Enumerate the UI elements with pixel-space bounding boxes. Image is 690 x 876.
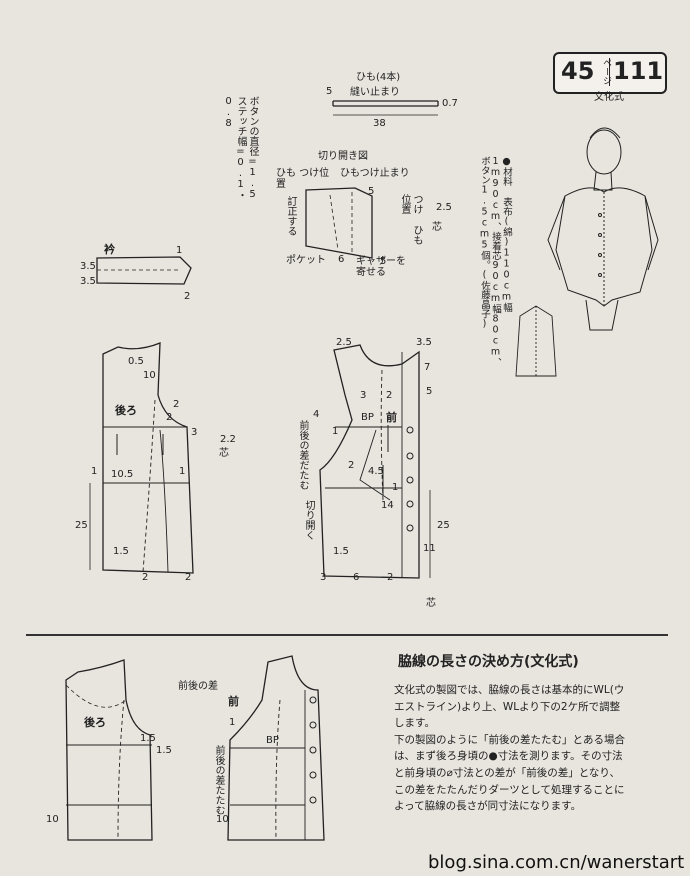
- front-dim-11: 11: [423, 543, 436, 554]
- front-dim-35: 3.5: [416, 337, 432, 348]
- himo-dim-38: 38: [373, 118, 386, 129]
- back-dim-3: 3: [191, 427, 198, 438]
- front-dim-2c: 2: [387, 572, 394, 583]
- front-bp: BP: [361, 412, 374, 423]
- front-dim-15: 1.5: [333, 546, 349, 557]
- front-dim-14: 14: [381, 500, 394, 511]
- front-dim-2b: 2: [348, 460, 355, 471]
- front-bodice-piece: [319, 344, 431, 579]
- bottom-front-diagram: [227, 655, 325, 841]
- back-dim-1a: 1: [91, 466, 98, 477]
- bottom-bp: BP: [266, 735, 279, 746]
- back-interfacing: 芯: [219, 448, 229, 459]
- collar-label: 衿: [104, 243, 115, 256]
- section-paragraph-2: 下の製図のように「前後の差たたむ」とある場合は、まず後ろ身頃の●寸法を測ります。…: [394, 733, 625, 813]
- back-view-thumbnail: [515, 305, 557, 377]
- front-label: 前: [386, 411, 397, 424]
- slash-spread-title: 切り開き図: [318, 151, 368, 162]
- bottom-dim-10a: 10: [46, 814, 59, 825]
- drafting-style: 文化式: [594, 92, 624, 103]
- back-dim-2b: 2: [166, 412, 173, 423]
- gather-label: ギャザーを 寄せる: [356, 256, 406, 278]
- bottom-dim-10b: 10: [216, 814, 229, 825]
- model-illustration: [547, 127, 659, 331]
- bottom-dim-15b: 1.5: [156, 745, 172, 756]
- bottom-diff-fold: 前後の差たたむ: [213, 745, 224, 815]
- correct-label: 訂正する: [285, 196, 296, 236]
- front-dim-25: 2.5: [336, 337, 352, 348]
- kiri-dim-5a: 5: [368, 186, 375, 197]
- pattern-reference: 111: [613, 57, 664, 85]
- kiri-dim-6: 6: [338, 254, 345, 265]
- front-dim-1b: 1: [392, 482, 399, 493]
- pocket-label: ポケット: [286, 255, 326, 266]
- back-dim-10: 10: [143, 370, 156, 381]
- section-divider: [26, 634, 668, 636]
- front-dim-4: 4: [313, 409, 320, 420]
- collar-dim-1: 1: [176, 245, 183, 256]
- kiri-interfacing: 芯: [432, 222, 442, 233]
- back-dim-2a: 2: [173, 399, 180, 410]
- back-dim-2c: 2: [142, 572, 149, 583]
- himo-stitch-stop: 縫い止まり: [350, 87, 400, 98]
- front-dim-45: 4.5: [368, 466, 384, 477]
- collar-dim-35b: 3.5: [80, 276, 96, 287]
- page-number-box: 45 ページ 111: [553, 52, 667, 94]
- back-dim-105: 10.5: [111, 469, 134, 480]
- front-dim-3b: 3: [320, 572, 327, 583]
- bottom-front-label: 前: [228, 695, 239, 708]
- front-dim-6: 6: [353, 572, 360, 583]
- back-dim-22: 2.2: [220, 434, 236, 445]
- back-bodice-piece: [89, 342, 194, 574]
- front-dim-25b: 25: [437, 520, 450, 531]
- page-number: 45: [561, 57, 595, 85]
- materials-note: ●材料 表布(綿)110cm幅1m90cm、接着芯90cm幅80cm、ボタン1.…: [479, 156, 512, 367]
- front-dim-5: 5: [426, 386, 433, 397]
- page-separator: [609, 58, 610, 86]
- himo-position-label: ひも つけ位置: [276, 168, 330, 190]
- himo-position-label-2: つけ ひも 位置: [399, 194, 422, 245]
- collar-dim-2: 2: [184, 291, 191, 302]
- front-dim-2a: 2: [386, 390, 393, 401]
- himo-stop-label: ひもつけ止まり: [340, 168, 410, 179]
- front-dim-7: 7: [424, 362, 431, 373]
- slash-spread-piece: [305, 187, 373, 259]
- button-note: ボタンの直径=1.5 ステッチ幅=0.1・0.8: [223, 96, 258, 200]
- back-dim-05: 0.5: [128, 356, 144, 367]
- front-interfacing: 芯: [426, 598, 436, 609]
- back-label: 後ろ: [115, 404, 137, 417]
- back-dim-1b: 1: [179, 466, 186, 477]
- himo-strip: [332, 100, 439, 116]
- bottom-dim-15a: 1.5: [140, 733, 156, 744]
- section-paragraph-1: 文化式の製図では、脇線の長さは基本的にWL(ウエストライン)より上、WLより下の…: [394, 684, 625, 730]
- back-dim-2d: 2: [185, 572, 192, 583]
- section-body: 文化式の製図では、脇線の長さは基本的にWL(ウエストライン)より上、WLより下の…: [394, 682, 630, 815]
- bottom-dim-1: 1: [229, 717, 236, 728]
- front-slash-open: 切り開く: [303, 500, 314, 540]
- himo-title: ひも(4本): [356, 72, 401, 83]
- back-dim-25: 25: [75, 520, 88, 531]
- back-dim-15: 1.5: [113, 546, 129, 557]
- section-title: 脇線の長さの決め方(文化式): [398, 654, 579, 670]
- kiri-dim-5b: 5: [380, 256, 387, 267]
- bottom-back-diagram: [65, 659, 153, 841]
- page-unit: ページ: [601, 58, 611, 85]
- bottom-diff-label: 前後の差: [178, 681, 218, 692]
- kiri-dim-25: 2.5: [436, 202, 452, 213]
- watermark: blog.sina.com.cn/wanerstart: [428, 852, 685, 873]
- collar-dim-35a: 3.5: [80, 261, 96, 272]
- collar-piece: [96, 256, 192, 285]
- himo-dim-5: 5: [326, 86, 333, 97]
- bottom-back-label: 後ろ: [84, 716, 106, 729]
- front-dim-1: 1: [332, 426, 339, 437]
- front-diff-fold: 前後の差だたむ: [297, 420, 308, 490]
- himo-dim-07: 0.7: [442, 98, 458, 109]
- front-dim-3: 3: [360, 390, 367, 401]
